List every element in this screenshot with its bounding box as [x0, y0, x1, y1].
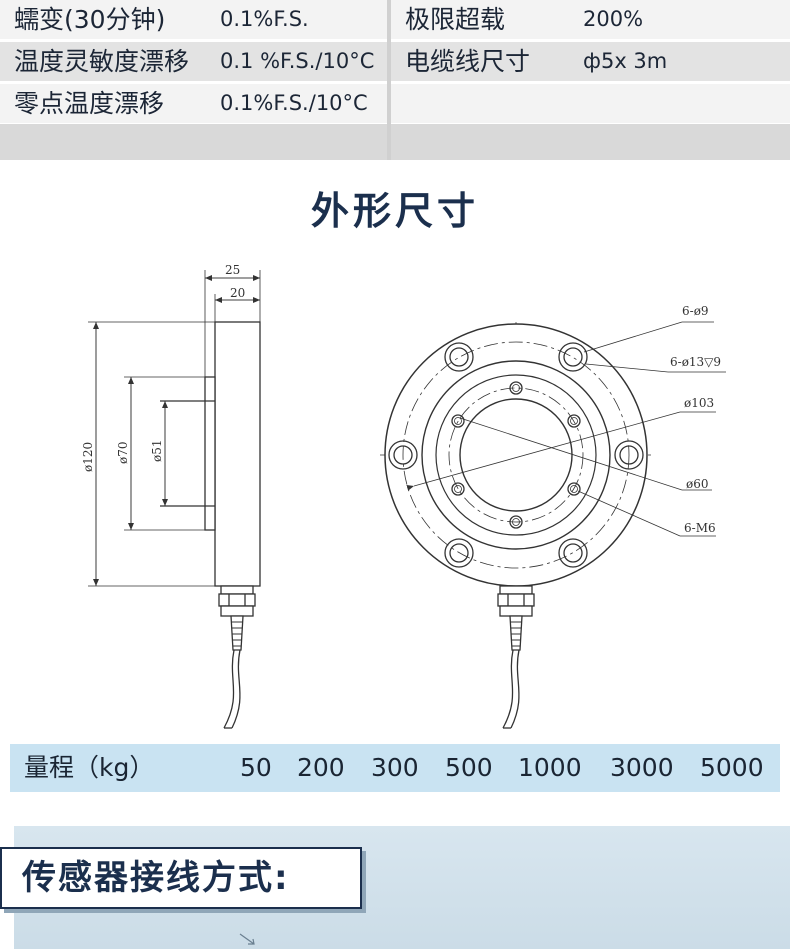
spec-label: 蠕变(30分钟)	[14, 5, 166, 34]
capacity-value: 200	[297, 753, 345, 782]
section-title: 外形尺寸	[310, 189, 479, 233]
capacity-label: 量程（kg）	[24, 753, 155, 782]
spec-label: 电缆线尺寸	[405, 47, 531, 76]
capacity-value: 500	[445, 753, 493, 782]
spec-value: 0.1%F.S.	[220, 7, 309, 31]
callout-inner-dia: ø60	[686, 477, 709, 491]
spec-label: 零点温度漂移	[14, 89, 165, 118]
spec-value: ф5x 3m	[583, 49, 668, 73]
spec-value: 0.1%F.S./10°C	[220, 91, 368, 115]
capacity-value: 300	[371, 753, 419, 782]
spec-row: 零点温度漂移 0.1%F.S./10°C	[0, 84, 790, 123]
spec-label: 极限超载	[405, 5, 506, 34]
wiring-title: 传感器接线方式:	[22, 858, 290, 898]
spec-value: 200%	[583, 7, 644, 31]
side-view	[88, 270, 261, 729]
dim-total-thickness: 25	[225, 263, 240, 277]
spec-label: 温度灵敏度漂移	[14, 47, 190, 76]
spec-row: 蠕变(30分钟) 0.1%F.S. 极限超载 200%	[0, 0, 790, 39]
spec-table: 蠕变(30分钟) 0.1%F.S. 极限超载 200% 温度灵敏度漂移 0.1 …	[0, 0, 790, 160]
capacity-value: 3000	[610, 753, 674, 782]
mount-holes	[388, 342, 644, 568]
arrow-icon	[239, 933, 255, 945]
thread-holes	[451, 381, 581, 529]
callout-counterbore: 6-ø13▽9	[670, 355, 721, 369]
capacity-bar: 量程（kg） 50 200 300 500 1000 3000 5000	[10, 744, 780, 792]
callout-bolt-circle: ø103	[684, 396, 714, 410]
wiring-title-box: 传感器接线方式:	[0, 847, 362, 909]
spec-row: 温度灵敏度漂移 0.1 %F.S./10°C 电缆线尺寸 ф5x 3m	[0, 42, 790, 81]
dim-flange-thickness: 20	[230, 286, 245, 300]
dim-boss-dia: ø70	[116, 442, 130, 465]
dim-outer-dia: ø120	[81, 442, 95, 472]
capacity-value: 5000	[700, 753, 764, 782]
callout-threads: 6-M6	[684, 521, 716, 535]
callout-mount-holes: 6-ø9	[682, 304, 709, 318]
spec-row-empty	[0, 124, 790, 160]
dimension-drawing: 25 20 ø120 ø70 ø51	[81, 263, 726, 729]
spec-value: 0.1 %F.S./10°C	[220, 49, 375, 73]
dim-bore-dia: ø51	[150, 440, 164, 463]
column-divider	[387, 0, 391, 160]
capacity-value: 1000	[518, 753, 582, 782]
capacity-value: 50	[240, 753, 272, 782]
front-view	[380, 321, 726, 729]
